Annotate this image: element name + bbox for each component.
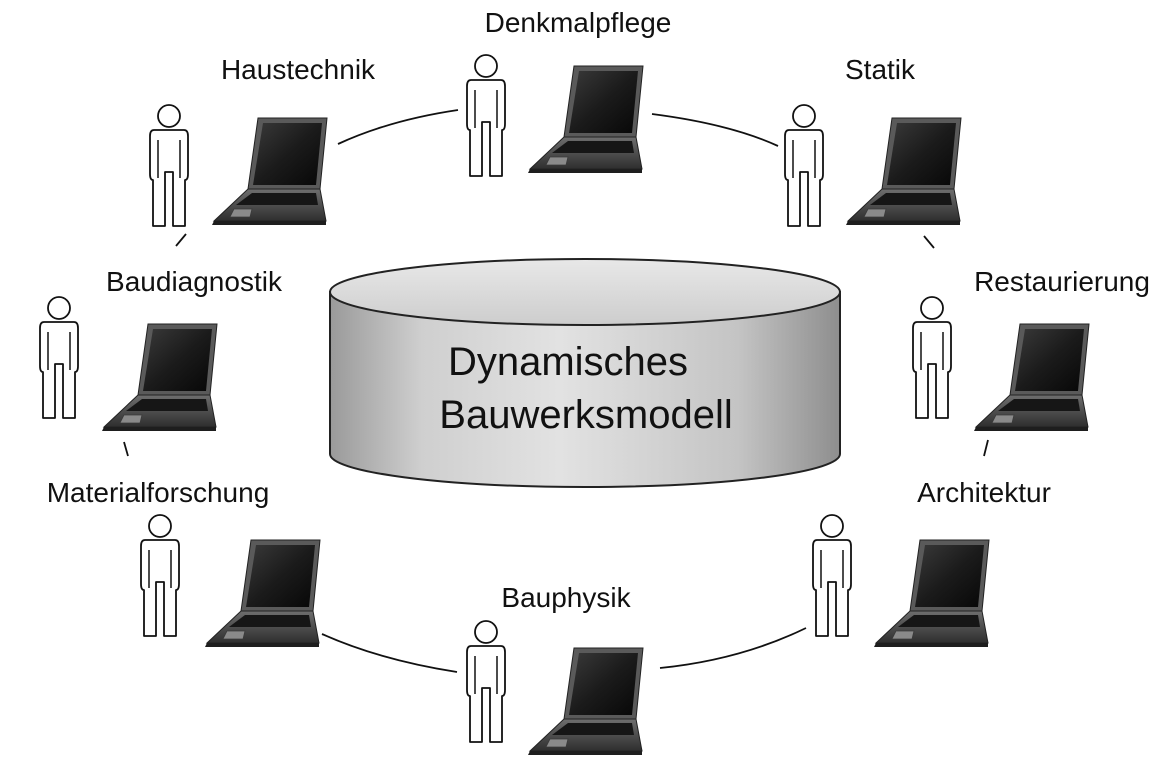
node-label-haustechnik: Haustechnik — [221, 54, 376, 85]
laptop-icon — [211, 117, 328, 226]
node-statik: Statik — [784, 54, 962, 227]
node-haustechnik: Haustechnik — [149, 54, 376, 227]
node-restaurierung: Restaurierung — [912, 266, 1150, 432]
node-materialforschung: Materialforschung — [47, 477, 321, 648]
person-icon — [812, 514, 852, 637]
node-bauphysik: Bauphysik — [466, 582, 644, 756]
connector-architektur-bauphysik — [659, 627, 807, 669]
laptop-icon — [527, 647, 644, 756]
connector-denkmalpflege-statik — [651, 113, 779, 147]
person-icon — [784, 104, 824, 227]
central-model-title-line1: Dynamisches — [448, 340, 688, 384]
person-icon — [39, 296, 79, 419]
node-label-restaurierung: Restaurierung — [974, 266, 1150, 297]
laptop-icon — [527, 65, 644, 174]
laptop-icon — [101, 323, 218, 432]
node-label-bauphysik: Bauphysik — [501, 582, 631, 613]
node-baudiagnostik: Baudiagnostik — [39, 266, 283, 432]
connector-statik-restaurierung — [923, 235, 935, 249]
person-icon — [140, 514, 180, 637]
central-model-database: Dynamisches Bauwerksmodell — [329, 258, 841, 488]
central-model-title-line2: Bauwerksmodell — [439, 393, 732, 437]
laptop-icon — [845, 117, 962, 226]
node-label-materialforschung: Materialforschung — [47, 477, 270, 508]
person-icon — [912, 296, 952, 419]
laptop-icon — [973, 323, 1090, 432]
node-label-statik: Statik — [845, 54, 916, 85]
connector-materialforschung-baudiagnostik — [123, 441, 129, 457]
connector-bauphysik-materialforschung — [321, 633, 458, 673]
person-icon — [466, 54, 506, 177]
person-icon — [466, 620, 506, 743]
connector-baudiagnostik-haustechnik — [175, 233, 187, 247]
connector-haustechnik-denkmalpflege — [337, 109, 459, 145]
laptop-icon — [204, 539, 321, 648]
node-architektur: Architektur — [812, 477, 1051, 648]
connection-ring — [123, 109, 989, 673]
node-label-baudiagnostik: Baudiagnostik — [106, 266, 283, 297]
node-label-denkmalpflege: Denkmalpflege — [485, 7, 672, 38]
person-icon — [149, 104, 189, 227]
laptop-icon — [873, 539, 990, 648]
node-label-architektur: Architektur — [917, 477, 1051, 508]
node-denkmalpflege: Denkmalpflege — [466, 7, 672, 177]
connector-restaurierung-architektur — [983, 439, 989, 457]
